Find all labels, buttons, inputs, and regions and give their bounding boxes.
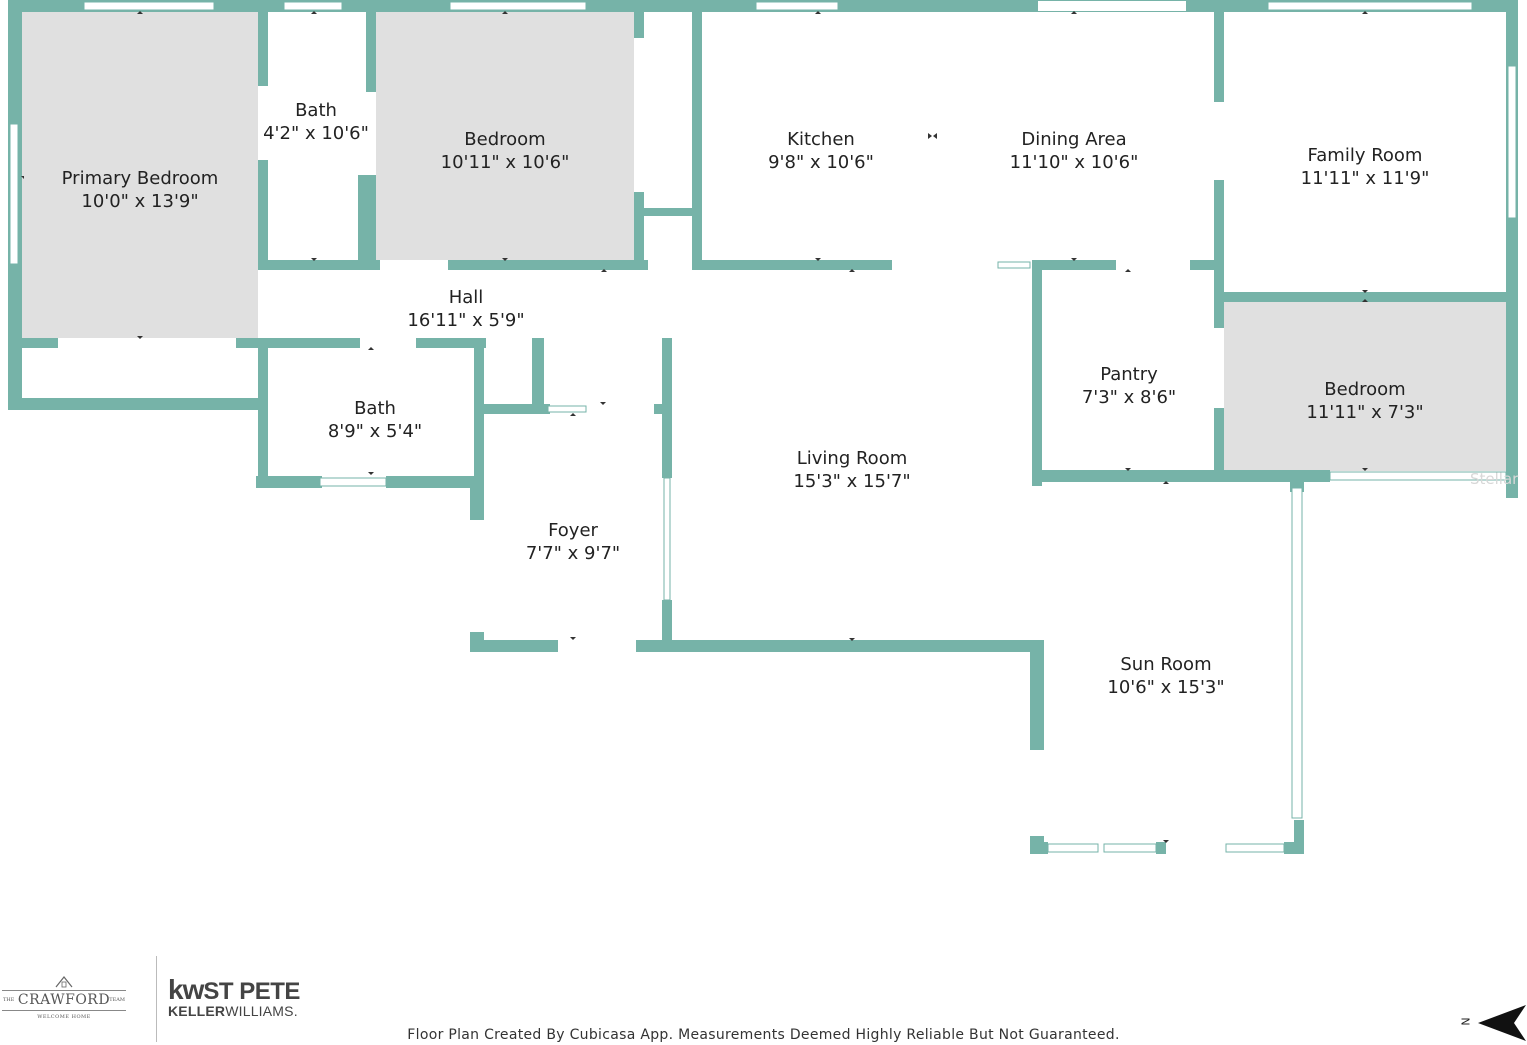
room-name: Bedroom — [464, 129, 546, 150]
room-label-living-room: Living Room 15'3" x 15'7" — [793, 447, 910, 493]
watermark: Stellar — [1470, 470, 1519, 488]
kw-st-pete-logo: kwST PETE KELLERWILLIAMS. — [168, 974, 300, 1019]
room-label-primary-bedroom: Primary Bedroom 10'0" x 13'9" — [62, 167, 219, 213]
floor-plan-disclaimer: Floor Plan Created By Cubicasa App. Meas… — [407, 1027, 1120, 1043]
dimension-ticks — [21, 11, 1368, 843]
room-dims: 15'3" x 15'7" — [793, 471, 911, 492]
room-dims: 11'11" x 7'3" — [1306, 402, 1424, 423]
room-dims: 11'10" x 10'6" — [1009, 152, 1139, 173]
room-dims: 7'7" x 9'7" — [525, 543, 621, 564]
windows — [9, 1, 1517, 853]
room-name: Bedroom — [1324, 379, 1406, 400]
room-dims: 7'3" x 8'6" — [1081, 387, 1177, 408]
kw-brand: KELLERWILLIAMS. — [168, 1003, 300, 1019]
compass: N — [1459, 1003, 1527, 1043]
room-label-bedroom-2: Bedroom 11'11" x 7'3" — [1306, 378, 1423, 424]
room-name: Foyer — [548, 520, 598, 541]
room-name: Sun Room — [1120, 654, 1212, 675]
room-label-pantry: Pantry 7'3" x 8'6" — [1082, 363, 1176, 409]
room-dims: 8'9" x 5'4" — [327, 421, 423, 442]
crawford-name: CRAWFORD — [17, 992, 111, 1008]
room-name: Kitchen — [787, 129, 855, 150]
room-name: Hall — [448, 287, 484, 308]
bedroom-2-floor — [1224, 301, 1506, 471]
room-label-hall: Hall 16'11" x 5'9" — [407, 286, 524, 332]
walls — [8, 0, 1518, 854]
logo-rule — [2, 1010, 126, 1011]
room-name: Pantry — [1100, 364, 1158, 385]
north-arrow-icon — [1478, 1005, 1526, 1041]
kw-brand-rest: WILLIAMS. — [225, 1003, 298, 1019]
logo-divider — [156, 956, 157, 1042]
crawford-team-logo: THE CRAWFORD TEAM WELCOME HOME — [0, 972, 128, 1022]
room-dims: 11'11" x 11'9" — [1300, 168, 1430, 189]
room-name: Primary Bedroom — [61, 168, 219, 189]
room-label-foyer: Foyer 7'7" x 9'7" — [526, 519, 620, 565]
room-name: Family Room — [1307, 145, 1423, 166]
room-dims: 16'11" x 5'9" — [407, 310, 525, 331]
room-dims: 10'6" x 15'3" — [1107, 677, 1225, 698]
logo-rule — [2, 990, 126, 991]
crawford-team: TEAM — [109, 997, 125, 1003]
room-name: Bath — [295, 100, 337, 121]
kw-mark: kw — [168, 974, 204, 1005]
compass-north-label: N — [1459, 1017, 1473, 1026]
room-label-sun-room: Sun Room 10'6" x 15'3" — [1107, 653, 1224, 699]
room-label-bedroom-1: Bedroom 10'11" x 10'6" — [441, 128, 570, 174]
room-label-bath-2: Bath 8'9" x 5'4" — [328, 397, 422, 443]
bedroom-1-floor — [376, 12, 634, 260]
kw-brand-bold: KELLER — [168, 1003, 226, 1019]
room-dims: 10'0" x 13'9" — [81, 191, 199, 212]
room-label-dining-area: Dining Area 11'10" x 10'6" — [1010, 128, 1139, 174]
shaded-rooms — [22, 12, 1506, 471]
room-dims: 10'11" x 10'6" — [440, 152, 570, 173]
crawford-the: THE — [3, 997, 15, 1003]
kw-city: ST PETE — [203, 978, 300, 1005]
room-dims: 9'8" x 10'6" — [768, 152, 874, 173]
room-label-bath-1: Bath 4'2" x 10'6" — [263, 99, 369, 145]
room-label-kitchen: Kitchen 9'8" x 10'6" — [768, 128, 874, 174]
room-name: Bath — [354, 398, 396, 419]
primary-bedroom-floor — [22, 12, 258, 338]
room-name: Living Room — [796, 448, 908, 469]
room-name: Dining Area — [1021, 129, 1127, 150]
crawford-tagline: WELCOME HOME — [37, 1014, 91, 1020]
room-dims: 4'2" x 10'6" — [263, 123, 369, 144]
house-icon — [55, 976, 73, 988]
room-label-family-room: Family Room 11'11" x 11'9" — [1301, 144, 1430, 190]
